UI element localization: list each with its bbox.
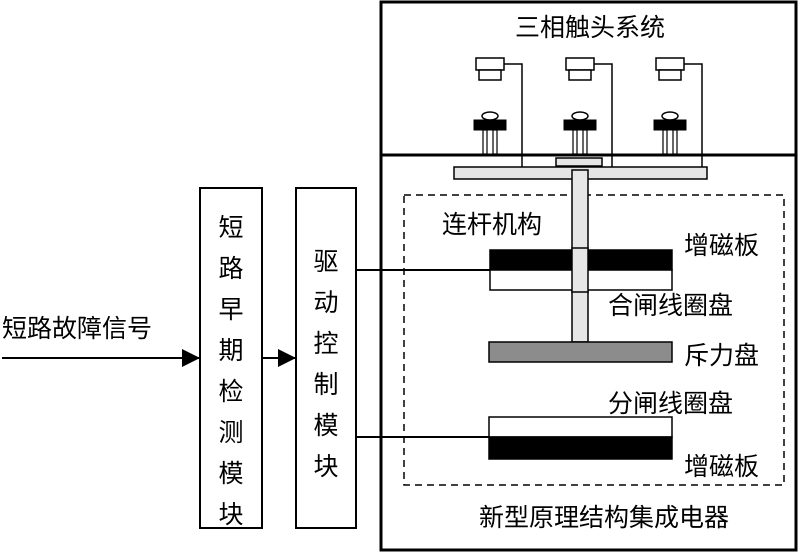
linkage-label: 连杆机构: [442, 210, 542, 239]
phase-2-lead-wire: [594, 63, 613, 167]
phase-2-moving-contact-stem-right: [582, 129, 588, 155]
drive-module-box: [295, 187, 357, 529]
drive-control-module: 驱动控制模块: [295, 187, 357, 529]
phase-3-lead-wire: [684, 63, 703, 167]
detection-module-label: 短路早期检测模块: [218, 213, 243, 529]
phase-2-moving-contact-body: [563, 119, 597, 131]
rod-through-coil: [571, 247, 589, 293]
closing-coil-label: 合闸线圈盘: [608, 291, 733, 320]
phase-3-moving-contact-cap: [661, 111, 679, 121]
phase-3-static-contact-tip: [658, 69, 682, 81]
input-signal-label: 短路故障信号: [2, 314, 152, 343]
phase-3-moving-contact-body: [653, 119, 687, 131]
phase-3-moving-contact-stem-right: [672, 129, 678, 155]
repulsion-disc: [488, 341, 673, 363]
phase-1-moving-contact-body: [473, 119, 507, 131]
phase-1-moving-contact-cap: [481, 111, 499, 121]
phase-1-moving-contact-stem-left: [482, 129, 488, 155]
lower-magnet-plate: [488, 436, 673, 460]
breaker-enclosure: [379, 0, 798, 552]
phase-3-moving-contact-stem-left: [662, 129, 668, 155]
crossbar-top-plate: [555, 157, 603, 167]
phase-3-static-contact-top: [655, 57, 685, 71]
repulsion-disc-label: 斥力盘: [684, 341, 759, 370]
three-phase-contacts: [473, 57, 703, 167]
phase-2-static-contact-tip: [568, 69, 592, 81]
mechanism-zone: [403, 194, 785, 486]
phase-1-static-contact-top: [475, 57, 505, 71]
opening-coil: [488, 416, 673, 438]
contact-system-label: 三相触头系统: [515, 13, 665, 42]
upper-magnet-plate-label: 增磁板: [684, 231, 759, 260]
phase-2-moving-contact-stem-left: [572, 129, 578, 155]
phase-2-moving-contact-cap: [571, 111, 589, 121]
phase-2-static-contact-top: [565, 57, 595, 71]
opening-coil-label: 分闸线圈盘: [608, 389, 733, 418]
lower-magnet-plate-label: 增磁板: [684, 452, 759, 481]
phase-1-static-contact-tip: [478, 69, 502, 81]
breaker-label: 新型原理结构集成电器: [479, 503, 729, 532]
drive-module-label: 驱动控制模块: [313, 247, 338, 481]
phase-1-lead-wire: [504, 63, 523, 167]
phase-1-moving-contact-stem-right: [492, 129, 498, 155]
detection-module: 短路早期检测模块: [199, 187, 263, 529]
